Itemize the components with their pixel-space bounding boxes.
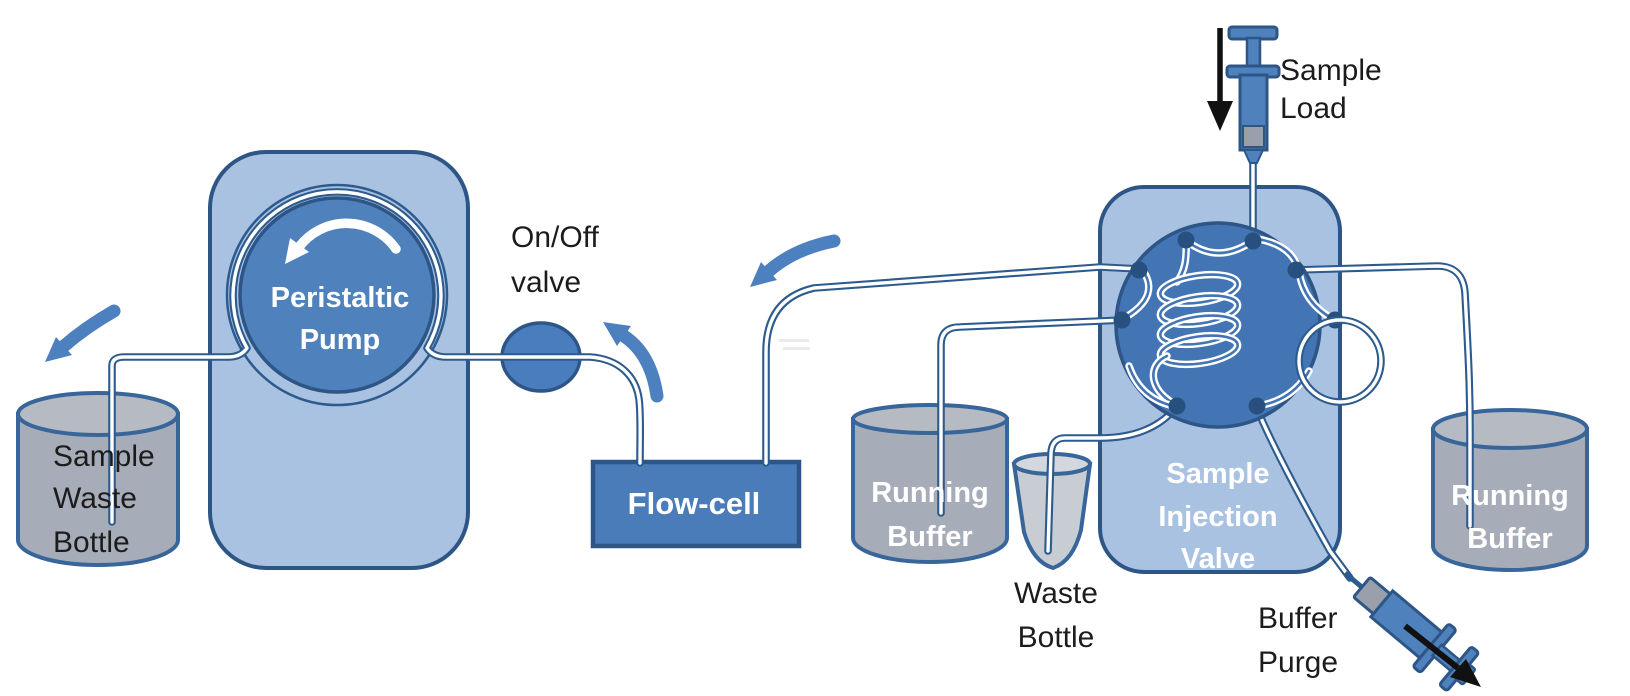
bottle-opening <box>851 403 1009 435</box>
running-buffer-left-line2: Buffer <box>887 521 972 553</box>
valve-ports <box>1113 231 1344 415</box>
pump-label-line2: Pump <box>300 324 381 356</box>
running-buffer-right-line2: Buffer <box>1467 523 1552 555</box>
running-buffer-left-line1: Running <box>871 477 989 509</box>
waste-flow-arrow-icon <box>45 304 121 362</box>
buffer-purge-line2: Purge <box>1258 646 1338 679</box>
pump-label-line1: Peristaltic <box>271 282 410 314</box>
return-flow-arrow-icon <box>750 234 841 287</box>
flow-cell-label: Flow-cell <box>628 486 761 521</box>
sample-waste-line1: Sample <box>53 440 155 473</box>
sample-load-label: Sample Load <box>1280 54 1382 125</box>
running-buffer-right-line1: Running <box>1451 480 1569 512</box>
bottle-opening <box>1431 408 1589 450</box>
on-off-valve-label: On/Off valve <box>511 221 599 299</box>
sample-waste-bottle-label: Sample Waste Bottle <box>53 440 155 559</box>
pump-label: Peristaltic Pump <box>271 282 410 356</box>
sample-waste-line3: Bottle <box>53 526 130 559</box>
waste-bottle-label: Waste Bottle <box>1014 577 1098 654</box>
buffer-purge-arrow-icon <box>1403 623 1481 687</box>
on-off-line2: valve <box>511 266 581 299</box>
plunger-rod <box>1245 36 1262 70</box>
injection-valve-line1: Sample <box>1166 458 1269 490</box>
sample-load-syringe <box>1225 25 1281 164</box>
pump-rotation-arrow-icon <box>285 218 401 264</box>
peristaltic-pump <box>208 150 470 570</box>
injection-valve-line2: Injection <box>1158 501 1277 533</box>
buffer-purge-label: Buffer Purge <box>1258 602 1338 679</box>
bottle-body <box>16 412 180 567</box>
bottle-body <box>851 417 1009 564</box>
waste-bottle-line2: Bottle <box>1018 621 1095 654</box>
running-buffer-right-label: Running Buffer <box>1451 480 1569 555</box>
sample-load-line1: Sample <box>1280 54 1382 87</box>
injection-valve-line3: Valve <box>1181 543 1255 575</box>
sample-load-line2: Load <box>1280 92 1347 125</box>
tube-external-loop <box>1295 316 1385 406</box>
running-buffer-left-label: Running Buffer <box>871 477 989 553</box>
running-buffer-left <box>851 403 1009 564</box>
injection-valve-label: Sample Injection Valve <box>1158 458 1277 575</box>
sample-waste-bottle <box>16 391 180 567</box>
pump-raceway-ring <box>225 183 449 407</box>
bottle-opening <box>16 391 180 437</box>
on-off-line1: On/Off <box>511 221 599 254</box>
valve-flow-arrow-icon <box>603 322 664 403</box>
waste-bottle-line1: Waste <box>1014 577 1098 610</box>
flow-cell <box>590 459 802 549</box>
sample-loop-coil <box>1153 241 1242 403</box>
faint-artifact <box>779 339 810 350</box>
sample-waste-line2: Waste <box>53 482 137 515</box>
sample-load-arrow-icon <box>1207 28 1233 131</box>
buffer-purge-line1: Buffer <box>1258 602 1338 635</box>
plunger-seal <box>1242 125 1265 148</box>
needle-hub <box>1242 149 1265 164</box>
